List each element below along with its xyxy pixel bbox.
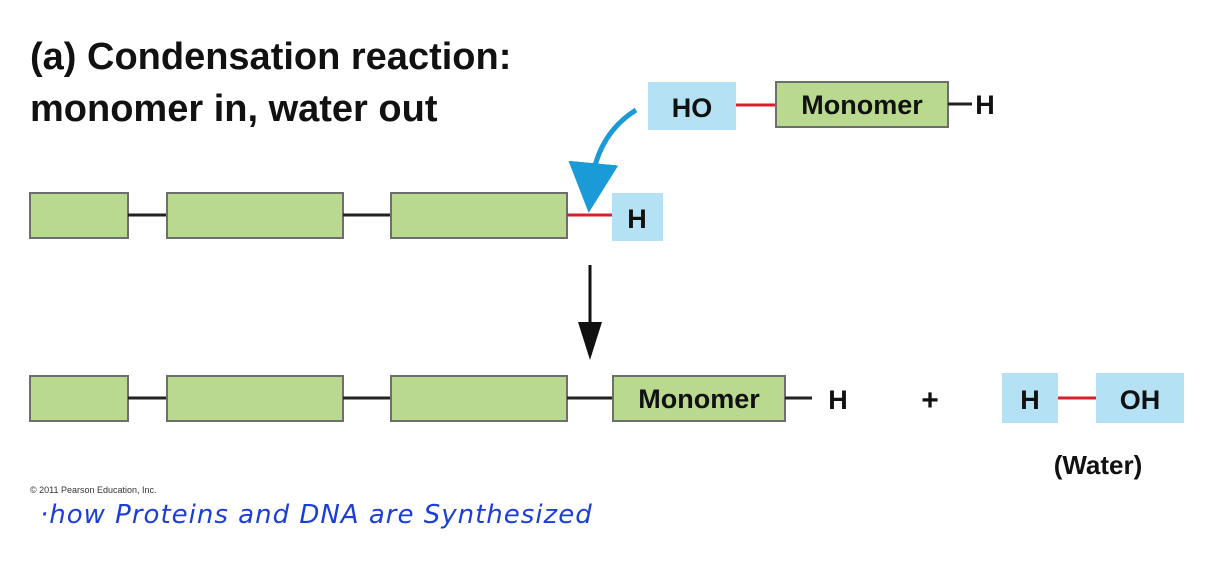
ho-label: HO xyxy=(672,93,713,123)
copyright-text: © 2011 Pearson Education, Inc. xyxy=(30,485,157,495)
water-h-box xyxy=(1002,373,1058,423)
water-oh-box xyxy=(1096,373,1184,423)
ho-group-box xyxy=(648,82,736,130)
water-oh-label: OH xyxy=(1120,385,1161,415)
monomer-added-label: Monomer xyxy=(638,384,760,414)
handwritten-note: ·how Proteins and DNA are Synthesized xyxy=(40,500,593,530)
chain2-monomer-1 xyxy=(29,375,129,422)
down-arrow-head xyxy=(578,322,602,360)
water-caption: (Water) xyxy=(1054,450,1143,480)
monomer-incoming-label: Monomer xyxy=(801,90,923,120)
chain2-monomer-2 xyxy=(166,375,344,422)
title-line-1: (a) Condensation reaction: xyxy=(30,36,512,78)
h-incoming-label: H xyxy=(975,90,995,120)
h-chain-label: H xyxy=(627,204,647,234)
chain1-monomer-2 xyxy=(166,192,344,239)
h-after-label: H xyxy=(828,385,848,415)
curved-blue-arrow xyxy=(568,107,638,213)
chain1-monomer-1 xyxy=(29,192,129,239)
water-h-label: H xyxy=(1020,385,1040,415)
h-group-box xyxy=(612,193,663,241)
title-line-2: monomer in, water out xyxy=(30,88,438,130)
plus-sign: + xyxy=(921,384,939,417)
chain2-monomer-3 xyxy=(390,375,568,422)
chain1-monomer-3 xyxy=(390,192,568,239)
